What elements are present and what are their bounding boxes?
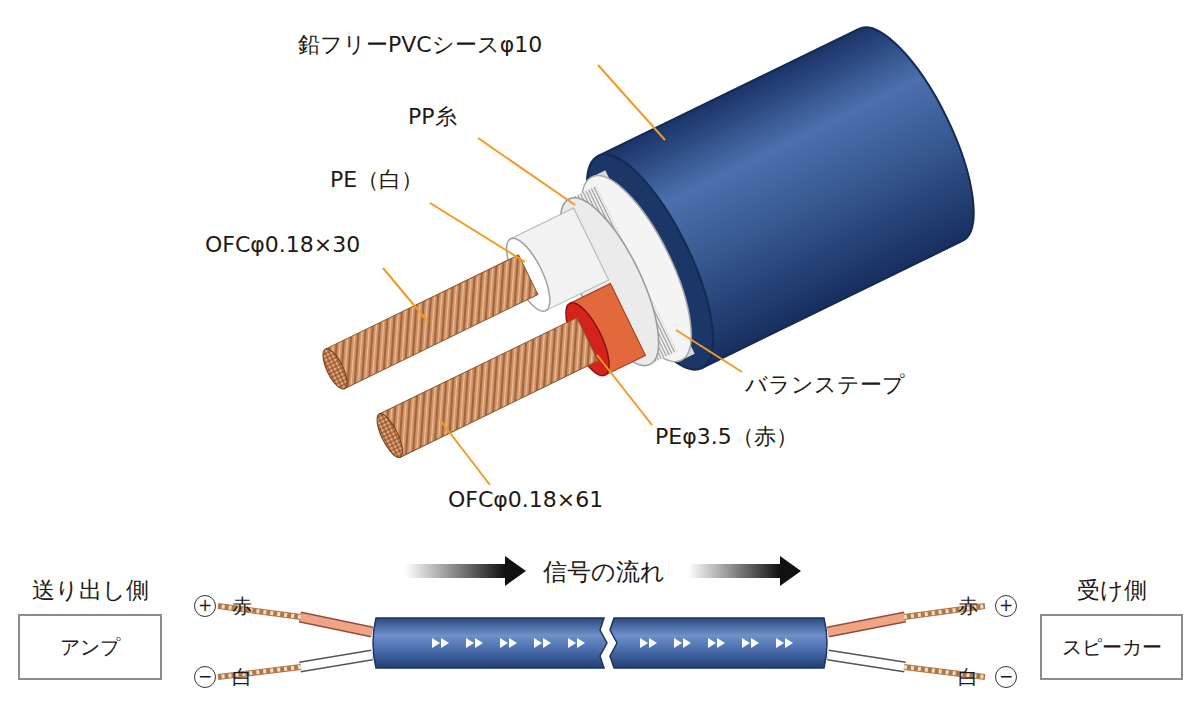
red-wire-outline <box>300 617 372 632</box>
polarity-symbol: + <box>995 595 1017 617</box>
ofc-30-end <box>318 346 352 393</box>
polarity-symbol: − <box>194 666 216 688</box>
direction-chevron <box>742 638 759 648</box>
part-label: 白 <box>232 665 252 689</box>
leader-lines <box>383 65 742 485</box>
part-label: 赤 <box>958 594 978 618</box>
leader-line <box>676 330 742 372</box>
box-heading: 送り出し側 <box>0 575 180 606</box>
white-wire-insulation <box>300 655 372 667</box>
part-label: 鉛フリーPVCシースφ10 <box>298 32 542 58</box>
leader-line <box>597 355 652 425</box>
red-wire-copper <box>218 606 301 617</box>
part-label: 白 <box>958 665 978 689</box>
direction-chevron <box>568 638 585 648</box>
part-label: PEφ3.5（赤） <box>655 424 798 450</box>
direction-chevron <box>640 638 657 648</box>
ofc-61-conductor <box>379 318 598 458</box>
red-wire-insulation <box>828 617 905 632</box>
cable-body <box>294 11 998 516</box>
direction-chevron <box>466 638 483 648</box>
flow-arrow-shaft <box>405 564 505 578</box>
part-label: PE（白） <box>330 167 423 193</box>
cable-band <box>373 618 607 668</box>
leader-line <box>440 420 490 485</box>
polarity-symbol: − <box>995 666 1017 688</box>
copper-twist <box>218 667 301 677</box>
direction-chevron <box>432 638 449 648</box>
direction-chevron <box>708 638 725 648</box>
part-label: バランステープ <box>745 372 905 398</box>
ofc-61-end <box>372 411 407 461</box>
part-label: 信号の流れ <box>543 558 665 587</box>
part-label: 赤 <box>232 594 252 618</box>
leader-line <box>383 268 428 322</box>
red-wire-outline <box>828 617 905 632</box>
white-wire-outline <box>828 655 905 667</box>
leader-line <box>478 138 575 205</box>
part-label: OFCφ0.18×30 <box>205 232 360 258</box>
box-text: アンプ <box>60 634 120 661</box>
direction-chevron <box>534 638 551 648</box>
white-wire-copper <box>218 667 301 677</box>
leader-line <box>430 203 525 262</box>
red-wire-insulation <box>300 617 372 632</box>
box-text: スピーカー <box>1062 634 1162 661</box>
polarity-symbol: + <box>194 595 216 617</box>
part-label: OFCφ0.18×61 <box>448 487 603 513</box>
flow-arrow-shaft <box>688 564 780 578</box>
cable-band <box>610 618 827 668</box>
direction-chevron <box>674 638 691 648</box>
leader-line <box>598 65 665 140</box>
white-wire-outline <box>300 655 372 667</box>
direction-chevron <box>500 638 517 648</box>
device-box: 受け側スピーカー <box>1040 614 1183 680</box>
device-box: 送り出し側アンプ <box>18 614 162 680</box>
white-wire-insulation <box>828 655 905 667</box>
flow-arrow-head <box>780 556 801 586</box>
flow-arrow-head <box>505 556 526 586</box>
box-heading: 受け側 <box>1022 575 1200 606</box>
copper-twist <box>218 606 301 617</box>
part-label: PP糸 <box>408 104 457 130</box>
direction-chevron <box>776 638 793 648</box>
